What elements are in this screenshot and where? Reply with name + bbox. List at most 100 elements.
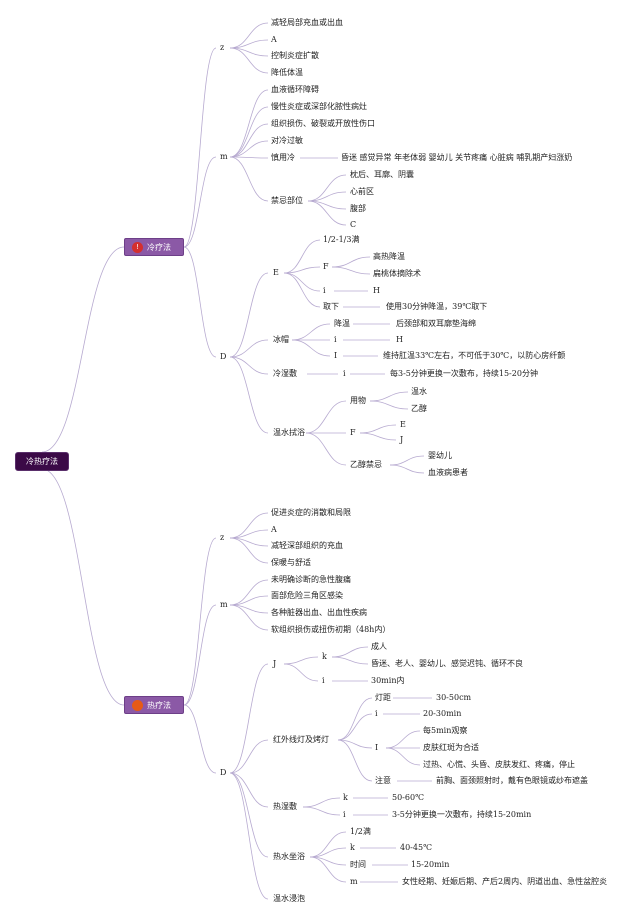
sitz-m-label: m <box>350 877 358 886</box>
alcohol-contra-item: 婴幼儿 <box>428 451 452 460</box>
connector <box>229 772 269 808</box>
hot-z-item: 促进炎症的消散和局限 <box>271 508 351 517</box>
lamp-I-item: 每5min观察 <box>423 726 468 735</box>
cold-forbidden-item: C <box>350 220 357 229</box>
cold-caution-text: 昏迷 感觉异常 年老体弱 婴幼儿 关节疼痛 心脏病 哺乳期产妇涨奶 <box>341 153 573 162</box>
ice-bag-label: E <box>273 268 279 277</box>
cold-m-item: 对冷过敏 <box>271 136 303 145</box>
connector <box>283 656 319 665</box>
lamp-note-text: 前胸、面颈照射时，戴有色眼镜或纱布遮盖 <box>436 776 588 785</box>
connector <box>229 739 269 774</box>
cold-z-item: 降低体温 <box>271 68 303 77</box>
connector <box>307 191 347 202</box>
hot-j-i-value: 30min内 <box>371 676 405 685</box>
cold-forbidden-item: 心前区 <box>350 187 374 196</box>
cold-therapy-node[interactable]: ! 冷疗法 <box>124 238 184 256</box>
hot-m-item: 未明确诊断的急性腹痛 <box>271 575 351 584</box>
connector <box>337 713 373 741</box>
connector <box>359 432 397 441</box>
ice-bag-i-label: i <box>323 286 326 295</box>
connector <box>337 697 373 741</box>
ice-bag-f-label: F <box>323 262 329 271</box>
connector <box>183 704 217 774</box>
lamp-note-label: 注意 <box>375 776 391 785</box>
lamp-dist-label: 灯距 <box>375 693 391 702</box>
connector <box>331 256 371 268</box>
ice-cap-i-value: H <box>396 335 403 344</box>
hot-z-item: A <box>271 525 277 534</box>
connector <box>389 464 425 474</box>
warm-soak-label: 温水浸泡 <box>273 894 305 903</box>
sitz-m-value: 女性经期、妊娠后期、产后2周内、阴道出血、急性盆腔炎 <box>402 877 608 886</box>
flame-icon <box>132 700 143 711</box>
sponge-f-item: E <box>400 420 406 429</box>
connector <box>385 747 421 766</box>
connector <box>385 730 421 749</box>
heat-therapy-node[interactable]: 热疗法 <box>124 696 184 714</box>
cold-z-item: A <box>271 35 277 44</box>
cold-compress-i: i <box>343 369 346 378</box>
connector <box>229 356 269 375</box>
connector <box>229 47 269 74</box>
connector <box>307 174 347 202</box>
connector <box>309 831 347 858</box>
hot-z-item: 减轻深部组织的充血 <box>271 541 343 550</box>
connector <box>229 604 269 631</box>
connector <box>229 772 269 900</box>
connector <box>229 529 269 539</box>
connector <box>369 400 409 410</box>
cold-compress-text: 每3-5分钟更换一次敷布，持续15-20分钟 <box>390 369 538 378</box>
lamp-I-item: 过热、心慌、头昏、皮肤发红、疼痛，停止 <box>423 760 575 769</box>
connector <box>229 339 269 358</box>
connector <box>229 22 269 49</box>
cold-m-item: 组织损伤、破裂或开放性伤口 <box>271 119 375 128</box>
connector <box>229 140 269 158</box>
sponge-use-label: 用物 <box>350 396 366 405</box>
connector <box>183 47 217 248</box>
ice-bag-fill: 1/2-1/3满 <box>323 235 360 244</box>
sitz-time-label: 时间 <box>350 860 366 869</box>
lamp-dist-value: 30-50cm <box>436 693 472 702</box>
hot-z-label: z <box>220 533 225 542</box>
hot-j-k-label: k <box>322 652 327 661</box>
hot-compress-k-label: k <box>343 793 348 802</box>
sponge-bath-label: 温水拭浴 <box>273 428 305 437</box>
hot-j-k-item: 成人 <box>371 642 387 651</box>
root-node[interactable]: 冷热疗法 <box>15 452 69 471</box>
connector <box>183 604 217 706</box>
connector <box>229 772 269 858</box>
cold-d-label: D <box>220 352 227 361</box>
cold-z-item: 减轻局部充血或出血 <box>271 18 343 27</box>
ice-cap-label: 冰帽 <box>273 335 289 344</box>
sitz-k-label: k <box>350 843 355 852</box>
connector <box>283 272 321 292</box>
connector <box>229 512 269 539</box>
sitz-bath-label: 热水坐浴 <box>273 852 305 861</box>
cold-forbidden-item: 枕后、耳廓、阴囊 <box>350 170 414 179</box>
sponge-f-item: J <box>400 435 404 444</box>
connector <box>229 89 269 158</box>
connector <box>283 239 321 274</box>
ice-bag-remove-text: 使用30分钟降温，39℃取下 <box>386 302 488 311</box>
sitz-time-value: 15-20min <box>411 860 450 869</box>
cold-z-item: 控制炎症扩散 <box>271 51 319 60</box>
hot-j-k-item: 昏迷、老人、婴幼儿、感觉迟钝、循环不良 <box>371 659 523 668</box>
connector <box>183 156 217 248</box>
alcohol-contra-label: 乙醇禁忌 <box>350 460 382 469</box>
hot-compress-k-value: 50-60℃ <box>392 793 425 802</box>
connector <box>291 323 331 341</box>
cold-m-label: m <box>220 152 228 161</box>
hot-m-item: 软组织损伤或扭伤初期（48h内） <box>271 625 391 634</box>
connector <box>41 468 125 706</box>
connector <box>307 200 347 226</box>
hot-d-label: D <box>220 768 227 777</box>
connector <box>305 432 347 466</box>
ice-bag-f-item: 高热降温 <box>373 252 405 261</box>
connector <box>229 272 269 358</box>
cold-forbidden-label: 禁忌部位 <box>271 196 303 205</box>
ice-bag-remove-label: 取下 <box>323 302 339 311</box>
hot-m-item: 各种脏器出血、出血性疾病 <box>271 608 367 617</box>
connector <box>302 806 341 816</box>
connector <box>331 646 369 658</box>
